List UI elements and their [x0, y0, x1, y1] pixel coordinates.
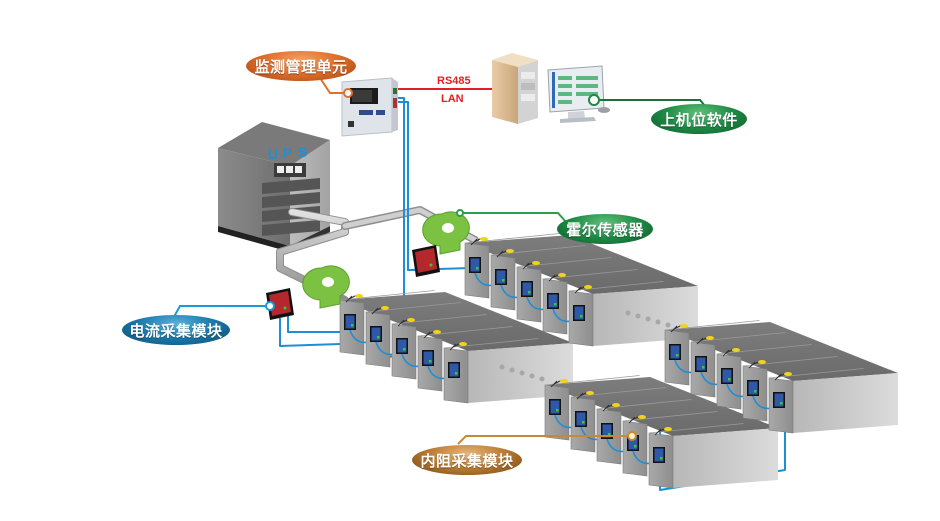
- terminal-cap-icon: [758, 360, 766, 364]
- terminal-cap-icon: [664, 427, 672, 431]
- callout-hall-sensor: 霍尔传感器: [557, 214, 653, 244]
- hall-sensor-1: [302, 265, 350, 309]
- resistance-module: [396, 338, 408, 354]
- callout-host-software: 上机位软件: [651, 104, 747, 134]
- battery-cell: [443, 338, 539, 404]
- terminal-cap-icon: [560, 379, 568, 383]
- terminal-cap-icon: [706, 336, 714, 340]
- resistance-module: [448, 362, 460, 378]
- terminal-cap-icon: [612, 403, 620, 407]
- terminal-cap-icon: [680, 324, 688, 328]
- resistance-module: [721, 368, 733, 384]
- battery-cell: [516, 257, 612, 323]
- battery-cell: [648, 423, 744, 489]
- ups-letter-p: P: [283, 145, 292, 161]
- battery-cell: [490, 245, 586, 311]
- resistance-module: [653, 447, 665, 463]
- ups-label: U P S: [268, 144, 307, 162]
- battery-bank-top: [340, 292, 573, 351]
- ups-cabinet: U P S: [218, 122, 330, 252]
- terminal-cap-icon: [732, 348, 740, 352]
- rs485-label: RS485: [437, 75, 471, 87]
- battery-cell: [544, 375, 640, 441]
- lan-label: LAN: [441, 93, 464, 105]
- callout-current-module: 电流采集模块: [122, 315, 230, 345]
- battery-cell: [568, 281, 664, 347]
- terminal-cap-icon: [459, 342, 467, 346]
- battery-cell: [742, 356, 838, 422]
- resistance-module: [469, 257, 481, 273]
- resistance-module: [573, 305, 585, 321]
- battery-cell: [716, 344, 812, 410]
- terminal-cap-icon: [480, 237, 488, 241]
- terminal-cap-icon: [784, 372, 792, 376]
- terminal-cap-icon: [355, 294, 363, 298]
- battery-cell: [464, 233, 560, 299]
- current-module-1: [266, 288, 294, 320]
- battery-cell: [664, 320, 760, 386]
- terminal-cap-icon: [506, 249, 514, 253]
- battery-bank-side: [793, 373, 898, 433]
- terminal-cap-icon: [586, 391, 594, 395]
- battery-bank-side: [673, 428, 778, 488]
- battery-cell: [391, 314, 487, 380]
- battery-bank-top: [545, 377, 778, 436]
- battery-bank-top: [465, 235, 698, 294]
- resistance-module: [669, 344, 681, 360]
- resistance-module: [422, 350, 434, 366]
- host-monitor: [547, 65, 610, 123]
- continuation-dots: [499, 310, 671, 382]
- ups-letter-u: U: [268, 146, 278, 162]
- pc-tower: [492, 53, 538, 124]
- terminal-cap-icon: [584, 285, 592, 289]
- battery-bank-4: [664, 320, 898, 434]
- monitoring-unit-device: [341, 77, 398, 137]
- battery-cell: [542, 269, 638, 335]
- resistance-module: [370, 326, 382, 342]
- battery-cell: [768, 368, 864, 434]
- resistance-module: [549, 399, 561, 415]
- resistance-module: [773, 392, 785, 408]
- terminal-cap-icon: [407, 318, 415, 322]
- battery-banks: [339, 233, 898, 489]
- resistance-module: [695, 356, 707, 372]
- callout-monitoring-unit: 监测管理单元: [246, 51, 356, 81]
- terminal-cap-icon: [558, 273, 566, 277]
- resistance-module: [495, 269, 507, 285]
- resistance-module: [344, 314, 356, 330]
- battery-cell: [339, 290, 435, 356]
- ups-vents: [262, 178, 320, 236]
- battery-cell: [570, 387, 666, 453]
- terminal-cap-icon: [638, 415, 646, 419]
- resistance-module: [547, 293, 559, 309]
- resistance-module: [521, 281, 533, 297]
- current-module-2: [412, 245, 440, 277]
- battery-cell: [417, 326, 513, 392]
- battery-bank-top: [665, 322, 898, 381]
- ups-letter-s: S: [298, 144, 307, 160]
- resistance-module: [747, 380, 759, 396]
- terminal-cap-icon: [433, 330, 441, 334]
- callout-resistance-module: 内阻采集模块: [412, 445, 522, 475]
- terminal-cap-icon: [532, 261, 540, 265]
- resistance-module: [575, 411, 587, 427]
- terminal-cap-icon: [381, 306, 389, 310]
